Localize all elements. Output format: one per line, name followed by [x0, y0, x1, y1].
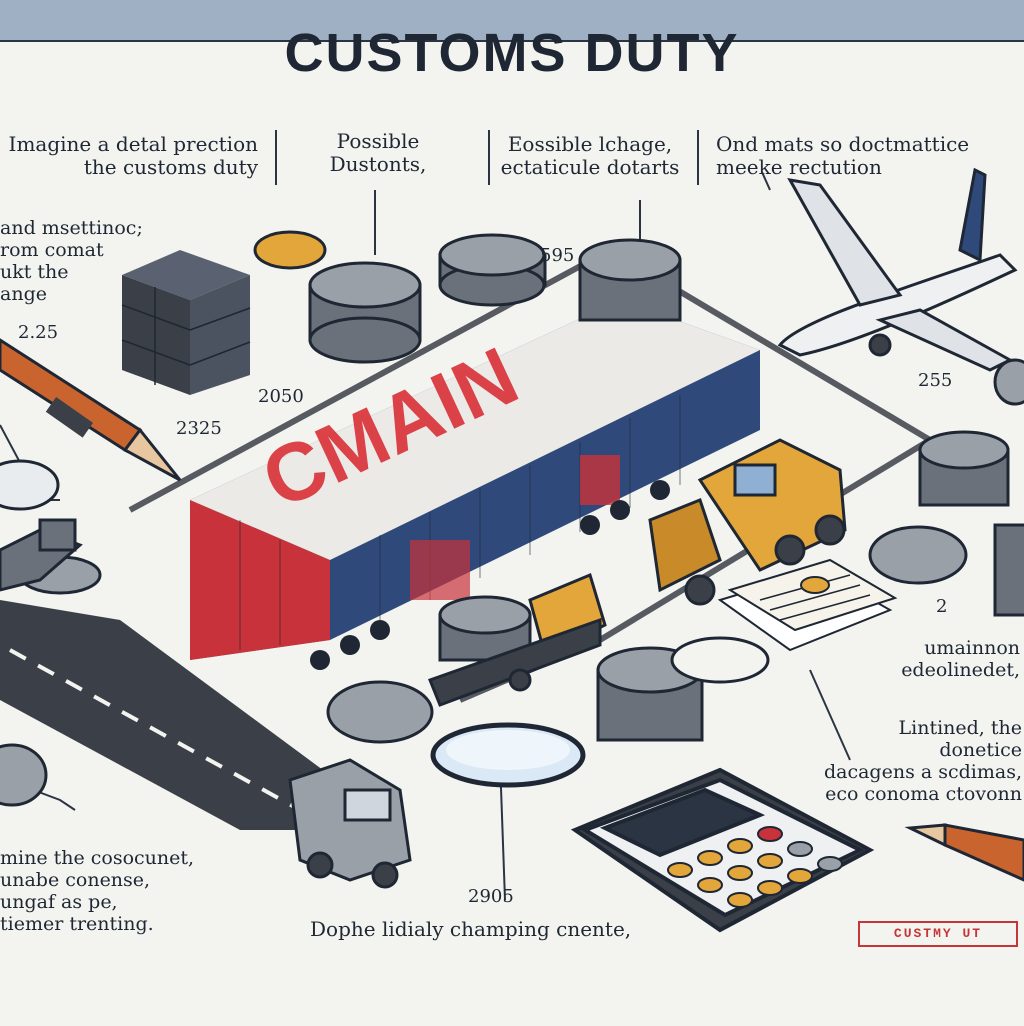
coin-icon — [438, 595, 532, 662]
pencil-icon — [0, 338, 182, 482]
note-left-top: and msettinoc; rom comat ukt the ange — [0, 217, 143, 305]
note-bottom-center: Dophe lidialy champing cnente, — [310, 917, 632, 941]
note-bottom-left: mine the cosocunet, unabe conense, ungaf… — [0, 847, 195, 935]
flatbed-truck — [428, 572, 607, 707]
crane-icon — [0, 518, 83, 592]
truck-icon — [648, 438, 847, 606]
road — [0, 600, 350, 830]
coin-icon — [670, 636, 770, 684]
customs-stamp: CUSTMY UT — [858, 921, 1018, 947]
number-label: 2325 — [176, 418, 222, 439]
coin-icon — [326, 680, 434, 744]
coin-icon — [868, 525, 968, 585]
airplane-icon — [777, 167, 1018, 372]
page-title: CUSTOMS DUTY — [284, 23, 740, 83]
header-column-2: Possible Dustonts, — [329, 129, 427, 176]
note-right-lower: Lintined, the donetice dacagens a scdima… — [823, 717, 1022, 805]
document-icon — [717, 558, 898, 652]
coin-icon — [578, 238, 682, 322]
coin-icon — [596, 646, 704, 742]
coin-icon — [0, 459, 60, 511]
coin-icon — [993, 523, 1024, 617]
number-label: 2.25 — [18, 322, 59, 343]
header-column-1: Imagine a detal prection the customs dut… — [8, 132, 258, 179]
coin-icon — [993, 358, 1024, 406]
pencil-icon — [904, 823, 1024, 882]
coin-icon — [918, 430, 1010, 507]
header-divider-3 — [697, 130, 699, 185]
header-column-4: Ond mats so doctmattice meeke rectution — [716, 132, 970, 179]
magnifier-icon — [430, 722, 586, 788]
header-column-3: Eossible lchage, ectaticule dotarts — [500, 132, 680, 179]
note-right-mid: umainnon edeolinedet, — [901, 637, 1020, 681]
header-divider-2 — [488, 130, 490, 185]
calculator-icon — [570, 767, 875, 933]
coin-icon — [308, 261, 422, 364]
cube-stack — [121, 250, 251, 395]
coin-icon — [0, 743, 48, 807]
coin-icon — [253, 230, 327, 270]
coin-icon — [438, 233, 547, 307]
number-label: 2050 — [258, 386, 304, 407]
number-label: 2 — [936, 596, 948, 617]
number-label: 255 — [918, 370, 953, 391]
number-label: 2905 — [468, 886, 514, 907]
header-divider-1 — [275, 130, 277, 185]
number-label: 595 — [540, 245, 575, 266]
truck-icon — [288, 758, 412, 889]
